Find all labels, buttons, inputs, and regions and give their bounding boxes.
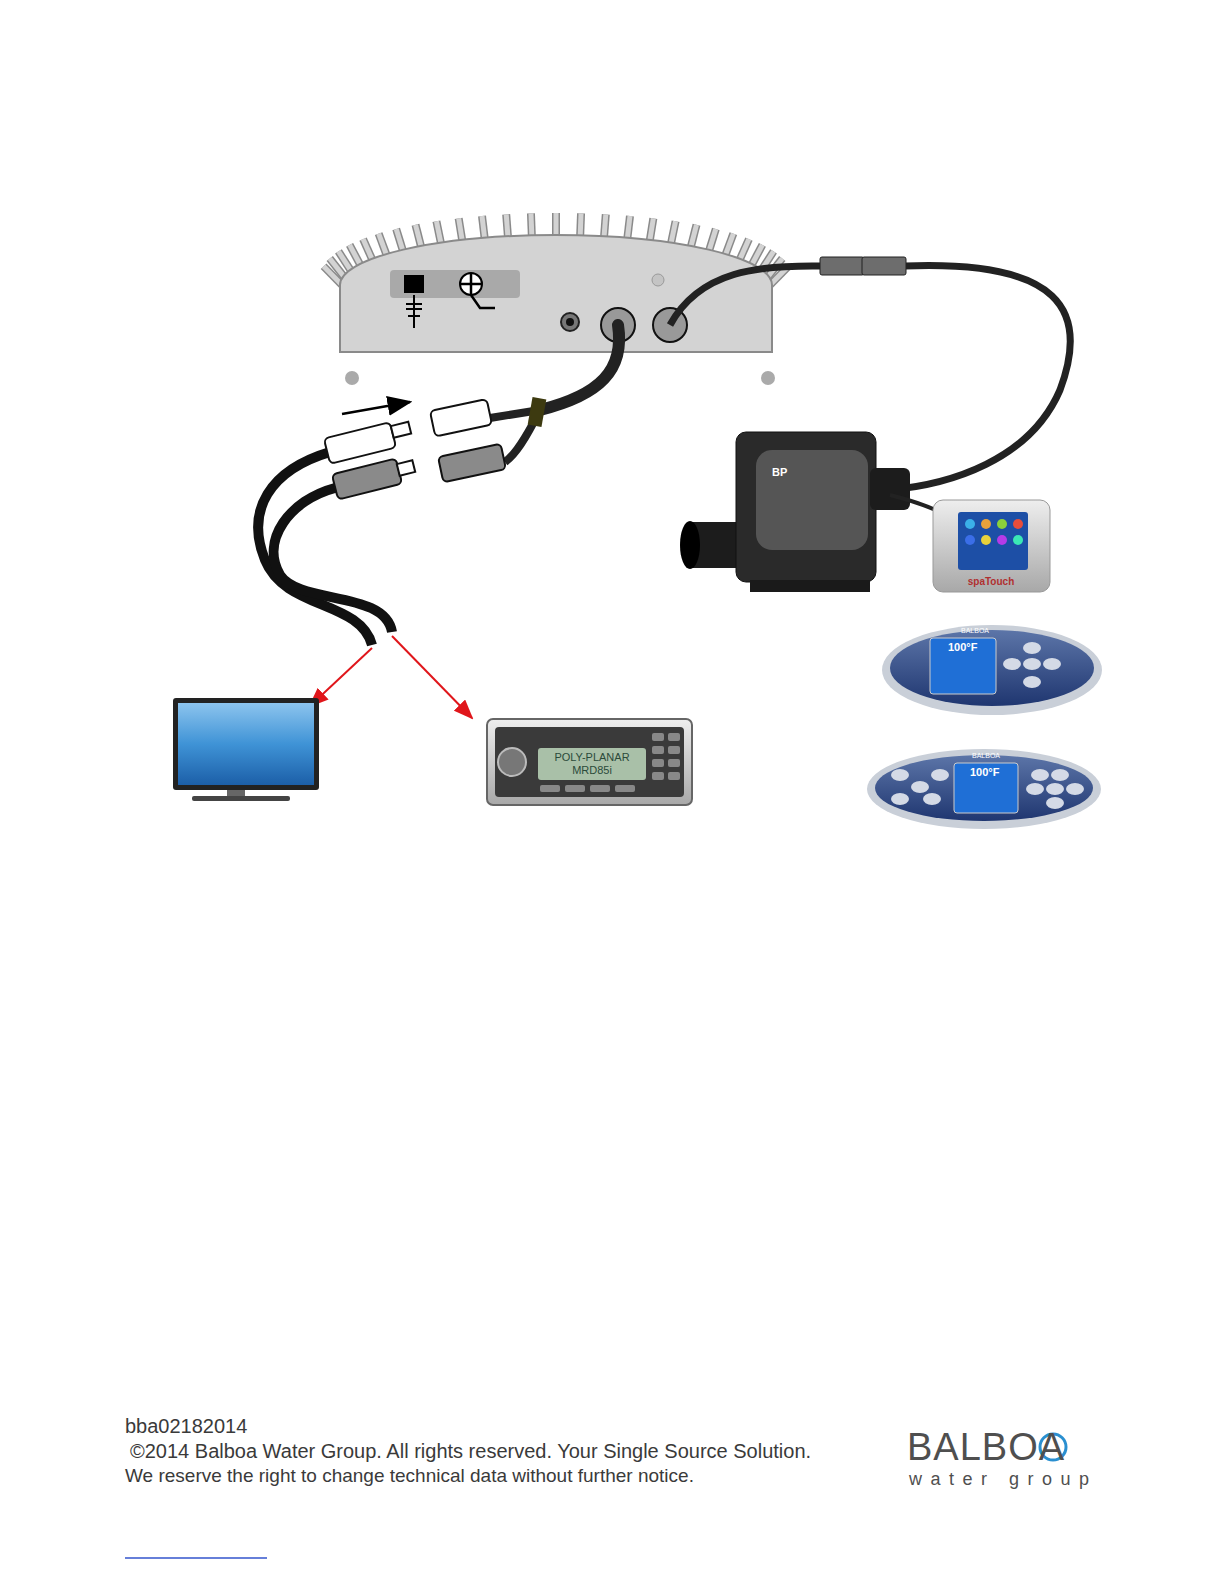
logo-tagline: water group (909, 1469, 1098, 1490)
document-code: bba02182014 (125, 1415, 247, 1438)
volume-knob (498, 748, 526, 776)
rca-plug-white (430, 399, 492, 436)
insert-arrow (342, 402, 410, 414)
control-cable (888, 266, 1070, 490)
rca-pin (391, 422, 411, 438)
logo-wordmark: BALBOA (907, 1426, 1065, 1470)
cable-connector (862, 257, 906, 275)
rca-cable (274, 488, 392, 632)
temperature-readout: 100°F (970, 766, 999, 779)
keypad-brand: BALBOA (972, 752, 1000, 760)
stereo-display (538, 748, 646, 780)
jack-hole (566, 318, 574, 326)
spa-pack-lid (756, 450, 868, 550)
control-cable (670, 266, 822, 325)
stereo-body (487, 719, 692, 805)
pointer-arrow (392, 636, 472, 718)
keypad-screen (954, 763, 1018, 813)
audio-cable (540, 325, 619, 410)
rca-plug-grey (332, 458, 402, 499)
cable-connector (820, 257, 864, 275)
touch-screen (958, 512, 1028, 570)
pointer-arrow (310, 648, 372, 706)
ground-symbol (406, 295, 422, 328)
disclaimer-note: We reserve the right to change technical… (125, 1465, 694, 1487)
tv-frame (173, 698, 319, 790)
keypad-buttons (1003, 642, 1061, 688)
cable-tie (528, 397, 547, 427)
stereo-face (495, 727, 684, 797)
power-symbol (460, 273, 495, 308)
terminal-strip (390, 270, 520, 298)
spa-pack-base (750, 580, 870, 592)
fin (324, 266, 342, 284)
link-underline (125, 1557, 267, 1559)
keypad-screen (930, 638, 996, 694)
pipe-end (680, 521, 700, 569)
rca-pin (397, 460, 415, 476)
touch-icons (965, 519, 1023, 545)
tv-screen (178, 703, 314, 785)
jack (561, 313, 579, 331)
pack-brand: BP (772, 466, 787, 479)
rca-plug-grey (438, 444, 506, 483)
stereo-buttons (540, 733, 680, 792)
rca-plug-white (324, 422, 396, 464)
spatouch-panel (933, 500, 1050, 592)
temperature-readout: 100°F (948, 641, 977, 654)
keypad-rim (867, 749, 1101, 829)
copyright-note: ©2014 Balboa Water Group. All rights res… (130, 1440, 811, 1463)
tv-base (192, 796, 290, 801)
display-text: MRD85i (572, 764, 612, 777)
spa-pack (736, 432, 876, 582)
display-text: POLY-PLANAR (554, 751, 629, 764)
keypad-brand: BALBOA (961, 627, 989, 635)
ground-terminal (404, 275, 424, 293)
brand-text: spaTouch (968, 576, 1014, 588)
fin (324, 266, 342, 284)
keypad (875, 755, 1093, 821)
pipe (870, 468, 910, 510)
screw (652, 274, 664, 286)
amplifier-body (340, 235, 772, 352)
keypad (890, 630, 1094, 706)
keypad-rim (882, 625, 1102, 715)
tv-stand (227, 790, 245, 797)
mount-hole (345, 371, 359, 385)
mount-hole (761, 371, 775, 385)
keypad-cable (890, 495, 940, 512)
